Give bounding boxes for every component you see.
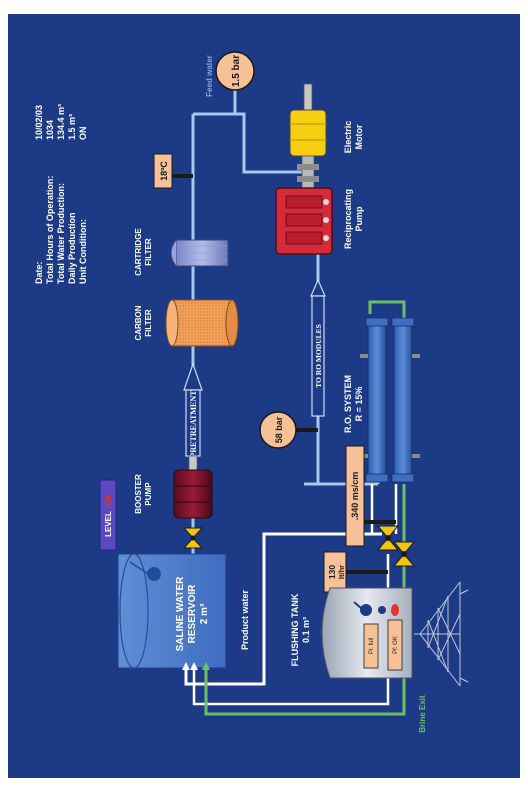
feed-pressure-value: 1.5 bar [231,55,242,87]
process-diagram-panel: 1.5 bar Feed water Electric Motor Recipr… [8,14,520,778]
info-value-date: 10/02/03 [34,105,44,140]
booster-pump-label-line-1: BOOSTER [134,474,143,514]
temperature-gauge: 18ºC [153,153,193,189]
flow-value-unit: lt/hr [337,565,346,579]
info-label-total-production: Total Water Production: [56,183,66,284]
info-block: Date: Total Hours of Operation: Total Wa… [34,104,88,284]
flushing-tank-label-line-2: 0.1 m³ [301,617,311,643]
cartridge-filter-label-line-2: FILTER [144,238,153,266]
info-label-date: Date: [34,261,44,284]
conductivity-value: .340 ms/cm [350,472,360,521]
pf-status: Pf: OK [393,636,399,654]
brine-exit-tower [414,581,469,687]
level-indicator: LEVEL OK [99,479,117,551]
conductivity-meter: .340 ms/cm [345,445,396,547]
reciprocating-pump-label-line-1: Reciprocating [343,189,353,249]
info-value-total-production: 134.4 m³ [56,104,66,140]
info-label-hours: Total Hours of Operation: [45,176,55,284]
temperature-value: 18ºC [159,161,169,181]
electric-motor-label-line-1: Electric [343,121,353,154]
flushing-tank: Pi: full Pf: OK [321,587,413,679]
carbon-filter-label-line-2: FILTER [144,309,153,337]
saline-reservoir: SALINE WATER RESERVOIR 2 m³ [117,553,227,669]
reservoir-label-line-2: RESERVOIR [187,584,198,643]
info-labels: Date: Total Hours of Operation: Total Wa… [34,176,88,284]
pretreatment-arrow: PRETREATMENT [183,362,203,458]
valve-product[interactable] [376,525,400,551]
booster-pump-label-line-2: PUMP [144,482,153,506]
electric-motor-label-line-2: Motor [354,124,364,149]
info-value-daily-production: 1.5 m³ [67,114,77,140]
booster-pump [173,455,213,562]
brine-pipes [204,300,406,716]
reciprocating-pump-label-line-2: Pump [354,206,364,232]
valve-brine[interactable] [392,541,416,567]
to-ro-modules-label: TO RO MODULES [314,324,323,388]
info-value-hours: 1034 [45,120,55,140]
ro-system-label-line-1: R.O. SYSTEM [343,375,353,433]
reservoir-inlet-arrow-white-2 [190,662,198,670]
flow-meter: 130 lt/hr [323,551,388,593]
info-values: 10/02/03 1034 134.4 m³ 1.5 m³ ON [34,104,88,140]
flushing-tank-label-line-1: FLUSHING TANK [290,593,300,666]
brine-exit-label: Brine Exit [418,695,427,733]
info-value-unit-condition: ON [78,127,88,141]
feed-pressure-gauge: 1.5 bar [215,51,255,114]
reservoir-inlet-arrow-white [182,662,190,670]
info-label-unit-condition: Unit Condition: [78,219,88,284]
cartridge-filter [170,239,229,267]
ro-pressure-gauge: 58 bar [259,411,318,449]
reciprocating-pump [275,187,333,255]
ro-system [360,317,420,483]
level-prefix: LEVEL [104,511,113,537]
product-water-label: Product water [240,589,250,650]
carbon-filter [165,299,239,347]
electric-motor [289,83,327,191]
carbon-filter-label-line-1: CARBON [134,305,143,340]
info-label-daily-production: Daily Production [67,212,77,284]
reservoir-inlet-arrow-green [202,662,210,670]
process-diagram: 1.5 bar Feed water Electric Motor Recipr… [34,51,469,733]
pi-status: Pi: full [369,638,375,654]
reservoir-label-line-3: 2 m³ [199,603,210,624]
pretreatment-label: PRETREATMENT [189,390,198,458]
reservoir-label-line-1: SALINE WATER [175,576,186,652]
feed-water-label: Feed water [205,55,214,97]
flow-value-number: 130 [327,565,337,579]
to-ro-modules-arrow: TO RO MODULES [310,278,326,417]
ro-pressure-value: 58 bar [274,416,284,443]
ro-system-label-line-2: R = 15% [354,387,364,422]
cartridge-filter-label-line-1: CARTRIDGE [134,228,143,276]
product-water-pipe [184,532,382,686]
level-status: OK [104,494,113,506]
